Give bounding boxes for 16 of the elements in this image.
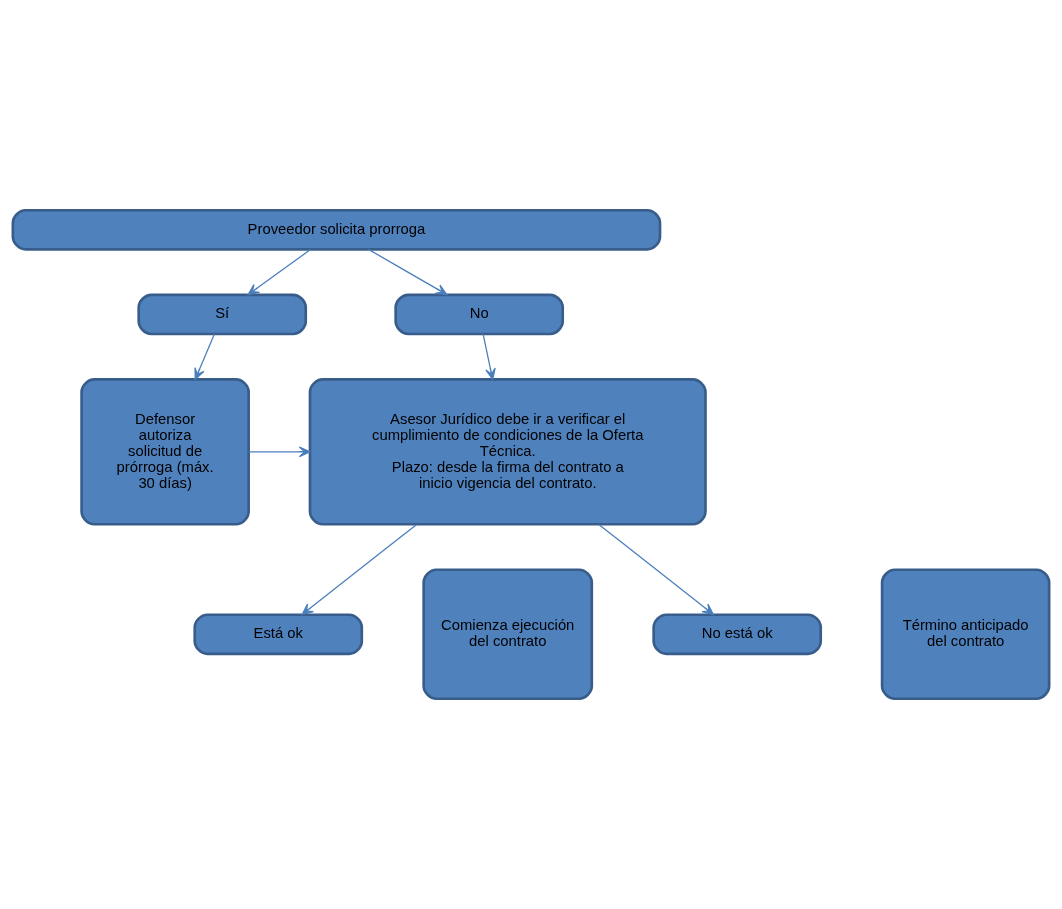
arrow <box>482 333 496 380</box>
node-box: Está ok <box>193 613 364 656</box>
node-box: Defensor autoriza solicitud de prórroga (máx. 30 días) <box>80 378 250 526</box>
node-box: No está ok <box>652 613 823 656</box>
node-box: Comienza ejecución del contrato <box>422 568 594 701</box>
arrow <box>598 523 714 616</box>
node-box: Término anticipado del contrato <box>880 568 1051 701</box>
arrow <box>248 446 311 458</box>
node-box: Sí <box>137 293 308 336</box>
node-box: No <box>394 293 565 336</box>
node-box: Proveedor solicita prorroga <box>11 208 662 251</box>
arrow <box>301 523 418 616</box>
node-box: Asesor Jurídico debe ir a verificar el cumplimiento de condiciones de la Oferta Técnica. Plazo: desde la firma del contrato a inicio vigencia del contrato. <box>308 378 707 526</box>
arrow <box>247 248 312 296</box>
arrow <box>194 333 216 380</box>
arrow <box>367 248 448 296</box>
